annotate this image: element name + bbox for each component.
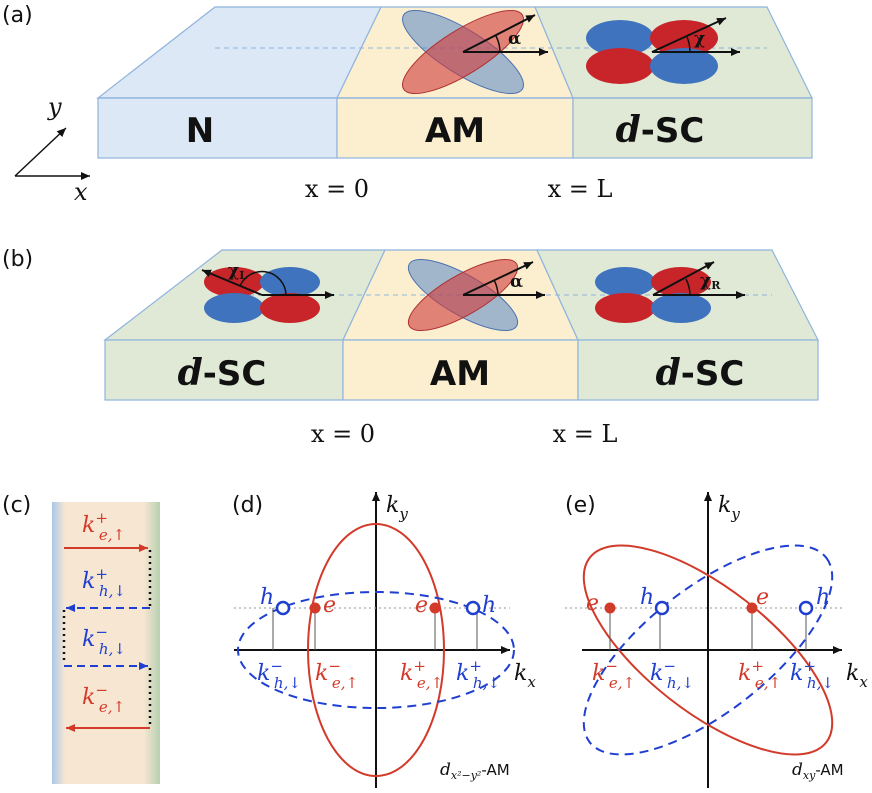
x0-label: x = 0 bbox=[305, 175, 369, 203]
hole-point bbox=[798, 600, 814, 616]
h-label: h bbox=[640, 585, 654, 610]
kx-label-e: kx bbox=[846, 661, 868, 691]
ky-label-d: ky bbox=[386, 493, 408, 523]
h-label: h bbox=[482, 593, 496, 618]
panel-b: (b) d-SC AM d-SC χL α bbox=[2, 247, 819, 448]
y-axis-label: y bbox=[47, 93, 62, 121]
electron-point bbox=[604, 602, 616, 614]
panel-b-label: (b) bbox=[2, 247, 33, 272]
k-label: k+h,↓ bbox=[456, 657, 500, 692]
hole-fermi-surface-d bbox=[237, 591, 515, 709]
block-dsc: d-SC bbox=[616, 109, 705, 151]
block-dsc-right: d-SC bbox=[656, 352, 745, 394]
y-axis-arrow bbox=[14, 127, 67, 177]
xL-label: x = L bbox=[548, 175, 613, 203]
electron-point bbox=[429, 602, 441, 614]
k-label: k−e,↑ bbox=[315, 657, 358, 692]
k-h-down-plus: k+h,↓ bbox=[82, 565, 126, 600]
normal-top-face bbox=[96, 6, 382, 99]
dwave-orbital-right bbox=[595, 267, 711, 323]
chi-label: χ bbox=[694, 29, 705, 49]
panel-e-label: (e) bbox=[565, 493, 596, 518]
alpha-label-b: α bbox=[510, 272, 523, 292]
caption-d: dx²−y²-AM bbox=[440, 760, 510, 782]
am-front-face bbox=[336, 97, 574, 159]
block-n: N bbox=[186, 111, 214, 151]
panel-e: (e) kx ky e h e h k−e,↑ k−h,↓ k+e,↑ k+h,… bbox=[565, 492, 868, 788]
panel-a-label: (a) bbox=[2, 3, 33, 28]
e-label: e bbox=[586, 591, 599, 616]
k-label: k−h,↓ bbox=[650, 657, 694, 692]
caption-e: dxy-AM bbox=[792, 760, 844, 782]
x0-label-b: x = 0 bbox=[311, 420, 375, 448]
electron-point bbox=[746, 602, 758, 614]
panel-c-label: (c) bbox=[2, 493, 31, 518]
normal-front-face bbox=[97, 97, 338, 159]
k-h-down-minus: k−h,↓ bbox=[82, 623, 126, 658]
block-dsc-left: d-SC bbox=[178, 352, 267, 394]
alpha-label: α bbox=[508, 29, 521, 49]
electron-fermi-surface-d bbox=[307, 523, 445, 777]
hole-point bbox=[654, 600, 670, 616]
hole-point bbox=[275, 600, 291, 616]
electron-point bbox=[309, 602, 321, 614]
angle-arrow bbox=[462, 14, 536, 53]
h-label: h bbox=[260, 585, 274, 610]
k-label: k+e,↑ bbox=[738, 657, 781, 692]
hole-point bbox=[465, 600, 481, 616]
electron-fermi-surface-e bbox=[582, 544, 834, 756]
kx-label-d: kx bbox=[514, 661, 536, 691]
k-label: k+h,↓ bbox=[790, 657, 834, 692]
h-label: h bbox=[816, 585, 830, 610]
k-e-up-minus: k−e,↑ bbox=[82, 681, 125, 716]
k-label: k+e,↑ bbox=[400, 657, 443, 692]
panel-a: (a) N AM d-SC α χ bbox=[2, 3, 813, 206]
panel-d: (d) kx ky h e e h k−h,↓ k−e,↑ k+e,↑ k+h,… bbox=[232, 492, 536, 788]
chi-l-label: χL bbox=[228, 261, 247, 282]
chi-r-label: χR bbox=[700, 271, 721, 292]
ky-label-e: ky bbox=[718, 493, 740, 523]
k-label: k−e,↑ bbox=[592, 657, 635, 692]
k-label: k−h,↓ bbox=[257, 657, 301, 692]
panel-d-label: (d) bbox=[232, 493, 263, 518]
e-label: e bbox=[756, 585, 769, 610]
xL-label-b: x = L bbox=[553, 420, 618, 448]
block-am: AM bbox=[425, 111, 485, 151]
panel-c: (c) k+e,↑ k+h,↓ k−h,↓ k−e,↑ bbox=[2, 493, 160, 784]
block-am-b: AM bbox=[430, 354, 490, 394]
e-label: e bbox=[323, 593, 336, 618]
k-e-up-plus-top: k+e,↑ bbox=[82, 509, 125, 544]
e-label: e bbox=[415, 593, 428, 618]
x-axis-label: x bbox=[74, 178, 88, 206]
hole-fermi-surface-e bbox=[582, 544, 834, 756]
